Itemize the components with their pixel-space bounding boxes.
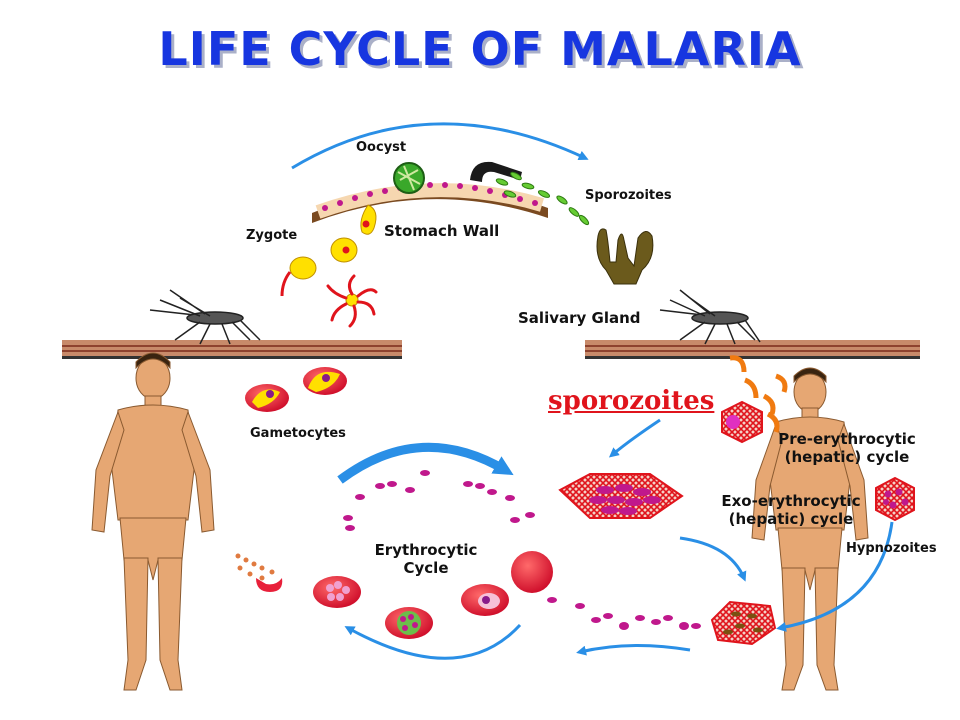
hypnozoite-cell (875, 476, 915, 522)
label-exo-erythrocytic-line1: Exo-erythrocytic (721, 492, 861, 510)
burst-oocyst (470, 161, 522, 182)
mosquito-right (659, 289, 761, 345)
skin-right (585, 340, 920, 359)
label-exo-erythrocytic-line2: (hepatic) cycle (728, 510, 854, 528)
page-title: LIFE CYCLE OF MALARIA (158, 22, 802, 76)
zygote (330, 237, 358, 263)
ring-stage-cell (461, 584, 509, 616)
schizont-cell (313, 576, 361, 608)
label-erythrocytic-line1: Erythrocytic (374, 541, 478, 559)
infected-liver-cell (721, 400, 763, 444)
label-sporozoites-human: sporozoites (548, 386, 715, 416)
erythrocytic-arrow-bottom (344, 623, 522, 660)
gametocyte-cell-2 (303, 367, 347, 395)
mosquito-left (149, 289, 261, 345)
label-erythrocytic-line2: Cycle (403, 559, 449, 577)
macrogamete (280, 256, 317, 297)
label-pre-erythrocytic-line1: Pre-erythrocytic (778, 430, 916, 448)
erythrocytic-arrow-top (337, 442, 514, 484)
label-salivary-gland: Salivary Gland (518, 309, 641, 327)
hypnozoite-arrow (776, 521, 894, 632)
hepatic-schizont (558, 473, 684, 519)
sporozoites-orange (729, 355, 788, 433)
label-oocyst: Oocyst (356, 140, 407, 155)
trophozoite-cell (385, 607, 433, 639)
salivary-gland (596, 228, 654, 285)
label-exo-erythrocytic: Exo-erythrocytic (hepatic) cycle (706, 492, 876, 528)
skin-left (62, 340, 402, 359)
rupturing-liver-cell (710, 600, 777, 646)
label-sporozoites-mosquito: Sporozoites (585, 188, 672, 203)
human-figure-right (751, 367, 869, 691)
label-stomach-wall: Stomach Wall (384, 222, 500, 240)
merozoites-released (547, 597, 701, 630)
label-pre-erythrocytic: Pre-erythrocytic (hepatic) cycle (762, 430, 932, 466)
label-pre-erythrocytic-line2: (hepatic) cycle (784, 448, 910, 466)
merozoites-erythrocytic (343, 470, 535, 531)
microgametes-exflagellation (326, 274, 378, 328)
ookinete (360, 204, 377, 235)
merozoite-release-arrow (576, 643, 691, 656)
red-blood-cell (511, 551, 553, 593)
mosquito-cycle-arrow (291, 122, 589, 170)
sporozoites-green (495, 171, 590, 226)
oocyst (393, 162, 425, 194)
label-hypnozoites: Hypnozoites (846, 541, 937, 556)
label-zygote: Zygote (246, 228, 298, 243)
label-erythrocytic-cycle: Erythrocytic Cycle (356, 541, 496, 577)
rupturing-cell (235, 553, 283, 592)
label-gametocytes: Gametocytes (250, 426, 346, 441)
sporozoite-arrow (608, 418, 661, 458)
gametocyte-cell-1 (245, 384, 289, 412)
human-figure-left (91, 352, 215, 691)
liver-to-blood-arrow (679, 536, 747, 582)
